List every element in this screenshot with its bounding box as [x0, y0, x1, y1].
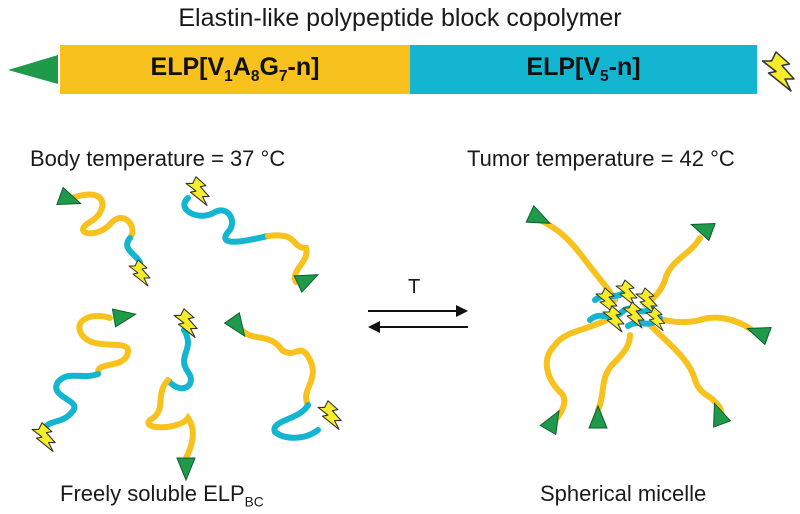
- chain: [145, 308, 198, 481]
- equilibrium-arrows: [368, 305, 468, 333]
- soluble-chains: [31, 176, 342, 481]
- diagram-title: Elastin-like polypeptide block copolymer: [178, 4, 622, 32]
- lightning-end-icon: [761, 51, 795, 92]
- chain: [224, 312, 342, 441]
- block-a-label: ELP[V1A8G7-n]: [150, 53, 320, 85]
- triangle-end-icon: [8, 55, 58, 84]
- block-b-label: ELP[V5-n]: [526, 53, 641, 85]
- elp-block-a: ELP[V1A8G7-n]: [60, 45, 410, 94]
- elp-block-b: ELP[V5-n]: [410, 45, 757, 94]
- chain: [31, 304, 138, 452]
- equilibrium-label: T: [408, 276, 421, 298]
- body-temperature-label: Body temperature = 37 °C: [30, 146, 286, 171]
- chain: [181, 176, 323, 293]
- tumor-temperature-label: Tumor temperature = 42 °C: [467, 146, 735, 171]
- soluble-caption: Freely soluble ELPBC: [60, 481, 264, 510]
- micelle-caption: Spherical micelle: [540, 481, 707, 506]
- block-copolymer-bar: ELP[V1A8G7-n] ELP[V5-n]: [60, 45, 757, 94]
- micelle: [525, 205, 772, 435]
- chain: [56, 187, 151, 287]
